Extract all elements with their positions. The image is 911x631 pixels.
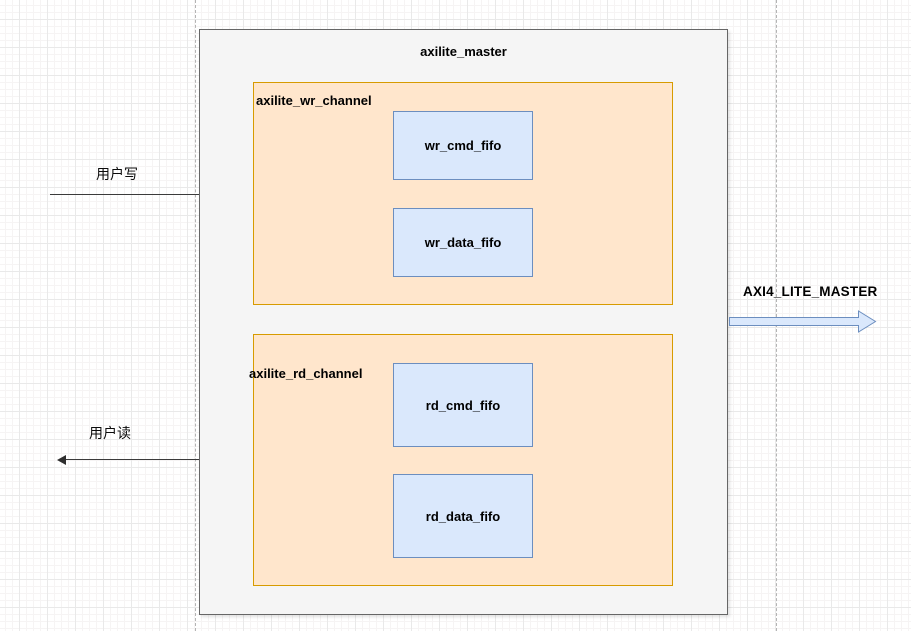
user-write-arrow[interactable]	[50, 194, 246, 195]
axilite-master-block[interactable]: axilite_master axilite_wr_channel wr_cmd…	[199, 29, 728, 615]
wr-cmd-fifo-block[interactable]: wr_cmd_fifo	[393, 111, 533, 180]
read-channel-block[interactable]: axilite_rd_channel rd_cmd_fifo rd_data_f…	[249, 334, 673, 586]
wr-data-fifo-block[interactable]: wr_data_fifo	[393, 208, 533, 277]
read-channel-label: axilite_rd_channel	[249, 366, 363, 381]
page-guide-left	[195, 0, 196, 631]
axi4-output-label: AXI4_LITE_MASTER	[743, 284, 878, 299]
user-read-arrowhead-icon	[57, 455, 66, 465]
page-guide-right	[776, 0, 777, 631]
block-arrow-icon	[729, 310, 877, 333]
master-title: axilite_master	[420, 44, 507, 59]
user-read-arrow[interactable]	[66, 459, 253, 460]
rd-cmd-fifo-block[interactable]: rd_cmd_fifo	[393, 363, 533, 447]
user-write-label: 用户写	[96, 166, 138, 182]
rd-data-fifo-block[interactable]: rd_data_fifo	[393, 474, 533, 558]
axi4-block-arrow[interactable]	[729, 310, 877, 338]
write-channel-block[interactable]: axilite_wr_channel wr_cmd_fifo wr_data_f…	[253, 82, 673, 305]
write-channel-label: axilite_wr_channel	[256, 93, 372, 108]
user-read-label: 用户读	[89, 425, 131, 441]
